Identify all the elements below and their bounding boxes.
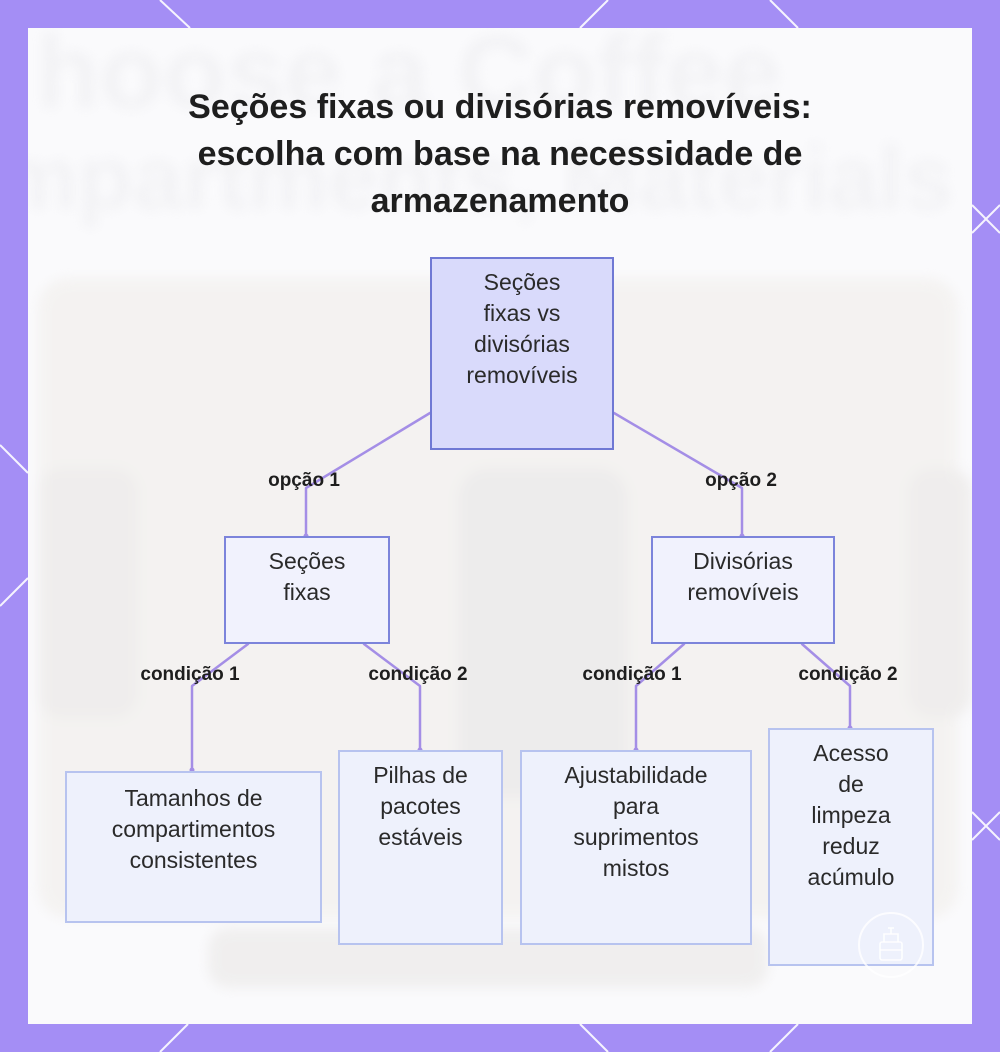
content-panel: hoose a Coffee mpartments, Materials Seç… — [28, 28, 972, 1024]
edge-label-right-condition-1: condição 1 — [582, 664, 681, 686]
root-node-label: Seções fixas vs divisórias removíveis — [466, 267, 577, 440]
leaf-node-consistent-sizes: Tamanhos de compartimentos consistentes — [65, 771, 322, 923]
leaf-node-stable-stacks: Pilhas de pacotes estáveis — [338, 750, 503, 945]
root-node: Seções fixas vs divisórias removíveis — [430, 257, 614, 450]
option-node-fixed-sections: Seções fixas — [224, 536, 390, 644]
edge-label-right-condition-2: condição 2 — [798, 664, 897, 686]
option-node-removable-dividers-label: Divisórias removíveis — [687, 546, 798, 634]
edge-label-option-2: opção 2 — [705, 470, 777, 492]
connector-right-leaf4 — [802, 644, 850, 728]
option-node-removable-dividers: Divisórias removíveis — [651, 536, 835, 644]
edge-label-left-condition-2: condição 2 — [368, 664, 467, 686]
edge-label-left-condition-1: condição 1 — [140, 664, 239, 686]
connector-left-leaf2 — [364, 644, 420, 750]
connector-right-leaf3 — [636, 644, 684, 750]
edge-label-option-1: opção 1 — [268, 470, 340, 492]
leaf-node-adjustability: Ajustabilidade para suprimentos mistos — [520, 750, 752, 945]
leaf-node-stable-stacks-label: Pilhas de pacotes estáveis — [373, 760, 468, 935]
connector-left-leaf1 — [192, 644, 248, 770]
napkin-logo-icon — [858, 912, 924, 978]
leaf-node-adjustability-label: Ajustabilidade para suprimentos mistos — [564, 760, 707, 935]
option-node-fixed-sections-label: Seções fixas — [269, 546, 346, 634]
leaf-node-consistent-sizes-label: Tamanhos de compartimentos consistentes — [112, 783, 276, 913]
